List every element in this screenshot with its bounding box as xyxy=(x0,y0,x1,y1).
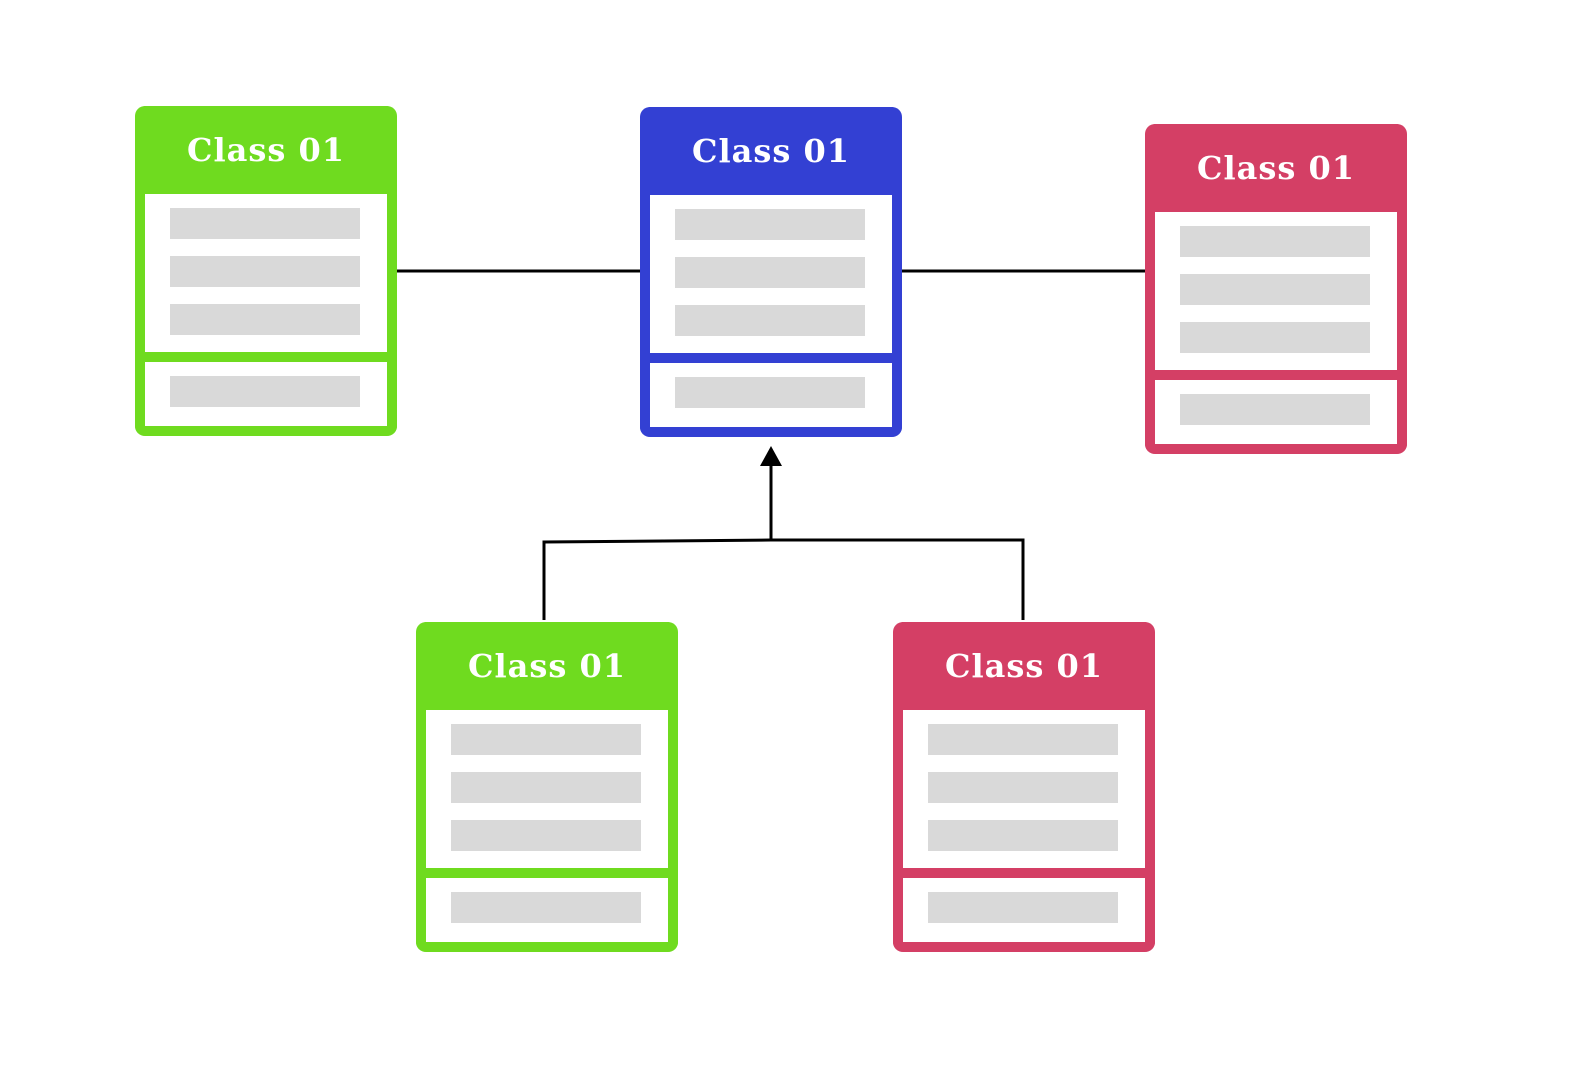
section-divider xyxy=(650,353,892,363)
attribute-placeholder xyxy=(170,304,360,335)
attribute-placeholder xyxy=(675,209,865,240)
inheritance-line-right xyxy=(771,538,1025,620)
class-title: Class 01 xyxy=(650,107,892,195)
uml-class-box[interactable]: Class 01 xyxy=(135,106,397,436)
attribute-placeholder xyxy=(451,772,641,803)
attribute-placeholder xyxy=(1180,322,1370,353)
uml-class-box[interactable]: Class 01 xyxy=(893,622,1155,952)
method-placeholder xyxy=(675,377,865,408)
methods-section xyxy=(426,878,668,942)
section-divider xyxy=(903,868,1145,878)
uml-class-box[interactable]: Class 01 xyxy=(640,107,902,437)
method-placeholder xyxy=(1180,394,1370,425)
methods-section xyxy=(650,363,892,427)
attribute-placeholder xyxy=(170,208,360,239)
attribute-placeholder xyxy=(1180,274,1370,305)
attribute-placeholder xyxy=(928,724,1118,755)
uml-class-box[interactable]: Class 01 xyxy=(1145,124,1407,454)
attributes-section xyxy=(145,194,387,352)
methods-section xyxy=(1155,380,1397,444)
class-title: Class 01 xyxy=(903,622,1145,710)
method-placeholder xyxy=(170,376,360,407)
attributes-section xyxy=(903,710,1145,868)
class-title: Class 01 xyxy=(145,106,387,194)
class-title: Class 01 xyxy=(1155,124,1397,212)
attribute-placeholder xyxy=(451,820,641,851)
attribute-placeholder xyxy=(451,724,641,755)
inheritance-line-left xyxy=(542,538,772,620)
attribute-placeholder xyxy=(170,256,360,287)
attribute-placeholder xyxy=(1180,226,1370,257)
class-title: Class 01 xyxy=(426,622,668,710)
attributes-section xyxy=(650,195,892,353)
section-divider xyxy=(426,868,668,878)
attribute-placeholder xyxy=(675,257,865,288)
attribute-placeholder xyxy=(928,772,1118,803)
method-placeholder xyxy=(928,892,1118,923)
methods-section xyxy=(145,362,387,426)
attributes-section xyxy=(426,710,668,868)
methods-section xyxy=(903,878,1145,942)
attributes-section xyxy=(1155,212,1397,370)
section-divider xyxy=(1155,370,1397,380)
attribute-placeholder xyxy=(675,305,865,336)
uml-class-box[interactable]: Class 01 xyxy=(416,622,678,952)
section-divider xyxy=(145,352,387,362)
method-placeholder xyxy=(451,892,641,923)
attribute-placeholder xyxy=(928,820,1118,851)
inheritance-arrowhead xyxy=(760,446,782,466)
